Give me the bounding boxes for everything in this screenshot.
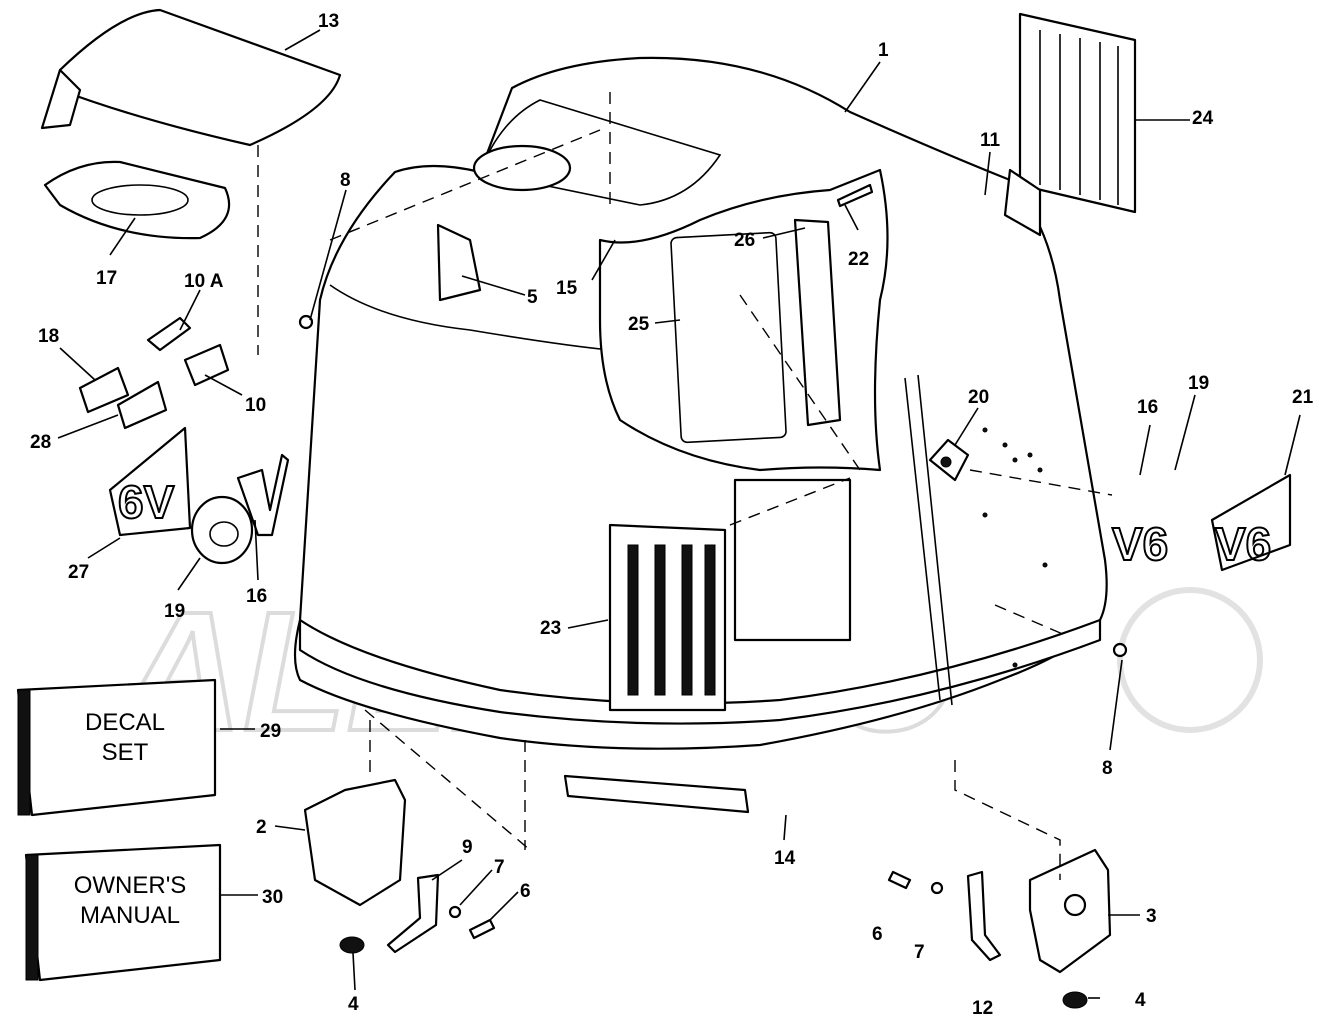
rubber-strip [563,774,750,814]
callout-21: 21 [1292,387,1314,408]
callout-6-right: 6 [872,924,883,945]
rivet-left [298,314,314,330]
callout-labels: 1 2 3 4 4 5 6 6 7 7 8 8 9 10 10 A 11 12 … [30,11,1314,1019]
callout-26: 26 [734,230,755,251]
callout-30: 30 [262,887,283,908]
rivet-right [1112,642,1128,658]
callout-20: 20 [968,387,989,408]
callout-14: 14 [774,848,796,869]
callout-8-right: 8 [1102,758,1113,779]
cover-rim [298,618,1102,725]
top-cap [40,8,342,147]
callout-18: 18 [38,326,59,347]
callout-9: 9 [462,837,473,858]
rubber-bumper-right [1062,991,1088,1009]
decal-set-box: DECAL SET [16,678,217,817]
side-grille [608,523,727,712]
vent-opening [733,478,852,642]
callout-8-left: 8 [340,170,351,191]
callout-2: 2 [256,817,267,838]
callout-3: 3 [1146,906,1157,927]
badge-6-emblem [190,495,254,565]
screw-left [468,918,496,940]
callout-22: 22 [848,249,869,270]
callout-1: 1 [878,40,889,61]
washer-left [448,905,462,919]
callout-6-left: 6 [520,881,531,902]
bracket [793,218,842,427]
badge-v6-plate: V6 [1210,473,1292,572]
callout-5: 5 [527,287,538,308]
watermark-wheel [1117,587,1263,733]
callout-19-right: 19 [1188,373,1209,394]
decal-set-label-line1: DECAL [85,709,165,736]
cover-top-intake [478,99,722,206]
callout-16-left: 16 [246,586,267,607]
intake-opening [472,144,572,192]
callout-7-left: 7 [494,857,505,878]
hinge-bracket-left [303,778,407,907]
callout-10a: 10 A [184,271,224,292]
ring-frame [43,160,231,240]
callout-19-left: 19 [164,601,185,622]
badge-v6-plate-text: V6 [1215,518,1271,570]
callout-16-right: 16 [1137,397,1158,418]
clips [78,316,230,430]
callout-10: 10 [245,395,266,416]
assembly-lines [257,92,1113,880]
mount-plate [436,223,482,302]
callout-25: 25 [628,314,650,335]
rubber-bumper-left [339,936,365,954]
grommet-hole [940,456,952,468]
hardware [298,183,1128,1009]
callout-13: 13 [318,11,339,32]
seal-strip [1003,168,1042,237]
cover-side-line [904,377,941,701]
latch-clip [386,873,440,954]
owners-manual-label-line1: OWNER'S [74,872,187,899]
seal-frame [670,231,787,444]
badge-v6-text: V6 [1112,518,1168,570]
callout-28: 28 [30,432,51,453]
top-grille [1018,12,1137,214]
decal-holes [982,427,1048,668]
callout-27: 27 [68,562,89,583]
callout-23: 23 [540,618,561,639]
latch-clip-right [966,870,1002,962]
bracket-hole [1063,893,1087,917]
badge-6v-plate: 6V [108,426,192,537]
callout-11: 11 [980,130,1001,151]
cover-side-line-2 [917,374,953,706]
callout-7-right: 7 [914,942,925,963]
leader-lines [57,29,1301,999]
decal-set-label-line2: SET [102,739,149,766]
callout-4-left: 4 [348,994,359,1015]
screw-right [887,870,912,890]
cover-top-line [329,284,611,351]
engine-cover [293,56,1108,750]
callout-24: 24 [1192,108,1214,129]
callout-29: 29 [260,721,281,742]
owners-manual-label-line2: MANUAL [80,902,180,929]
owners-manual-box: OWNER'S MANUAL [24,843,222,982]
callout-4-right: 4 [1135,990,1146,1011]
badge-v6-right: V6 [1111,517,1169,571]
callout-17: 17 [96,268,117,289]
badge-v-emblem [236,453,290,537]
washer-right [930,881,944,895]
screw-top [836,183,874,208]
callout-12: 12 [972,998,993,1019]
callout-15: 15 [556,278,578,299]
badge-6v-text: 6V [118,476,175,528]
